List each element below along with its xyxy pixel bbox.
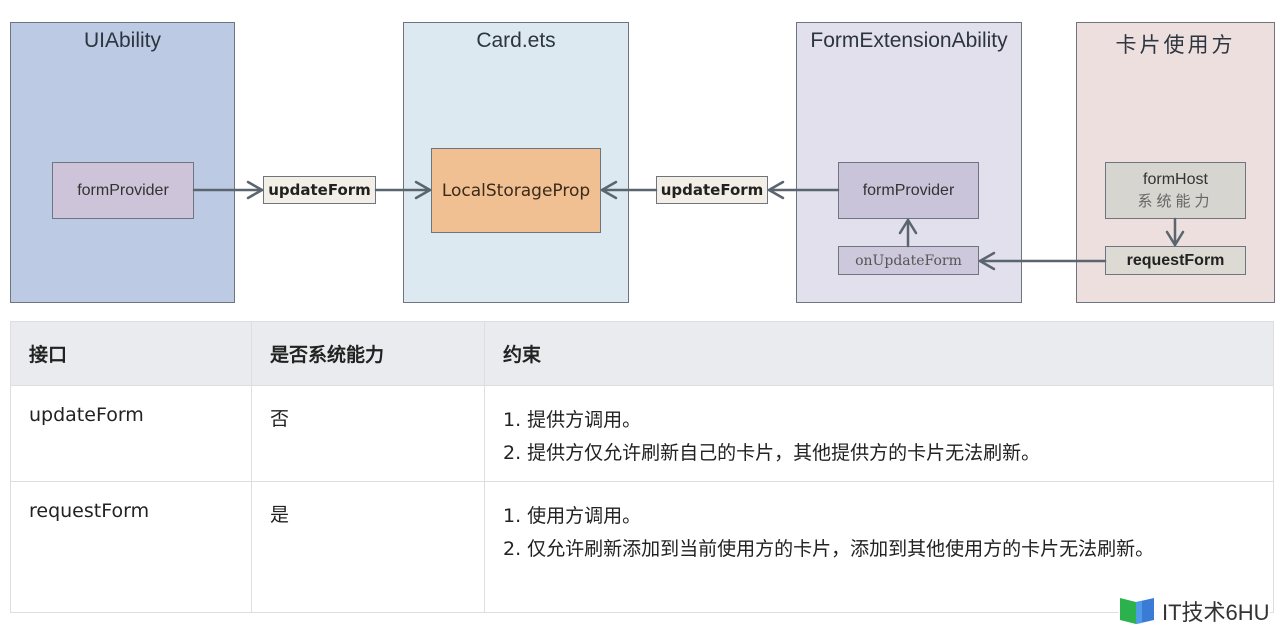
- header-api: 接口: [10, 321, 252, 386]
- constraint-line: 1. 使用方调用。: [503, 505, 642, 527]
- api-table: 接口 是否系统能力 约束 updateForm 否 1. 提供方调用。 2. 提…: [10, 321, 1274, 613]
- constraint-line: 1. 提供方调用。: [503, 409, 642, 431]
- constraint-line: 2. 仅允许刷新添加到当前使用方的卡片，添加到其他使用方的卡片无法刷新。: [503, 538, 1155, 560]
- node-form-host-title: formHost: [1143, 170, 1208, 188]
- group-title-ui-ability: UIAbility: [83, 29, 162, 52]
- node-form-host: formHost 系统能力: [1105, 162, 1246, 219]
- watermark: IT技术6HU: [1118, 595, 1270, 627]
- cell-api: updateForm: [10, 385, 252, 482]
- cell-constraints: 1. 提供方调用。 2. 提供方仅允许刷新自己的卡片，其他提供方的卡片无法刷新。: [484, 385, 1274, 482]
- group-title-form-extension-ability: FormExtensionAbility: [810, 29, 1008, 52]
- cell-system-capability: 否: [251, 385, 485, 482]
- node-local-storage-prop: LocalStorageProp: [431, 148, 601, 233]
- arrowhead-label-left: [246, 180, 264, 200]
- group-ui-ability: UIAbility: [10, 22, 235, 303]
- table-row: requestForm 是 1. 使用方调用。 2. 仅允许刷新添加到当前使用方…: [10, 481, 1274, 613]
- table-header-row: 接口 是否系统能力 约束: [10, 321, 1274, 386]
- header-system-capability: 是否系统能力: [251, 321, 485, 386]
- architecture-diagram: UIAbility Card.ets FormExtensionAbility …: [0, 0, 1280, 310]
- node-form-host-subtitle: 系统能力: [1137, 192, 1214, 210]
- cell-system-capability: 是: [251, 481, 485, 613]
- cell-api: requestForm: [10, 481, 252, 613]
- arrowhead-label-right: [767, 180, 785, 200]
- node-request-form: requestForm: [1105, 246, 1246, 275]
- cell-constraints: 1. 使用方调用。 2. 仅允许刷新添加到当前使用方的卡片，添加到其他使用方的卡…: [484, 481, 1274, 613]
- book-logo-icon: [1118, 596, 1156, 626]
- table-row: updateForm 否 1. 提供方调用。 2. 提供方仅允许刷新自己的卡片，…: [10, 385, 1274, 482]
- node-form-provider-ext: formProvider: [838, 162, 979, 219]
- node-on-update-form: onUpdateForm: [838, 246, 979, 275]
- group-title-card-ets: Card.ets: [476, 29, 556, 52]
- edge-label-update-form-right: updateForm: [656, 176, 768, 204]
- header-constraints: 约束: [484, 321, 1274, 386]
- constraint-line: 2. 提供方仅允许刷新自己的卡片，其他提供方的卡片无法刷新。: [503, 442, 1041, 464]
- watermark-text: IT技术6HU: [1162, 600, 1270, 625]
- node-form-provider-ui: formProvider: [52, 162, 194, 219]
- group-title-card-user: 卡片使用方: [1115, 34, 1236, 57]
- edge-label-update-form-left: updateForm: [263, 176, 376, 204]
